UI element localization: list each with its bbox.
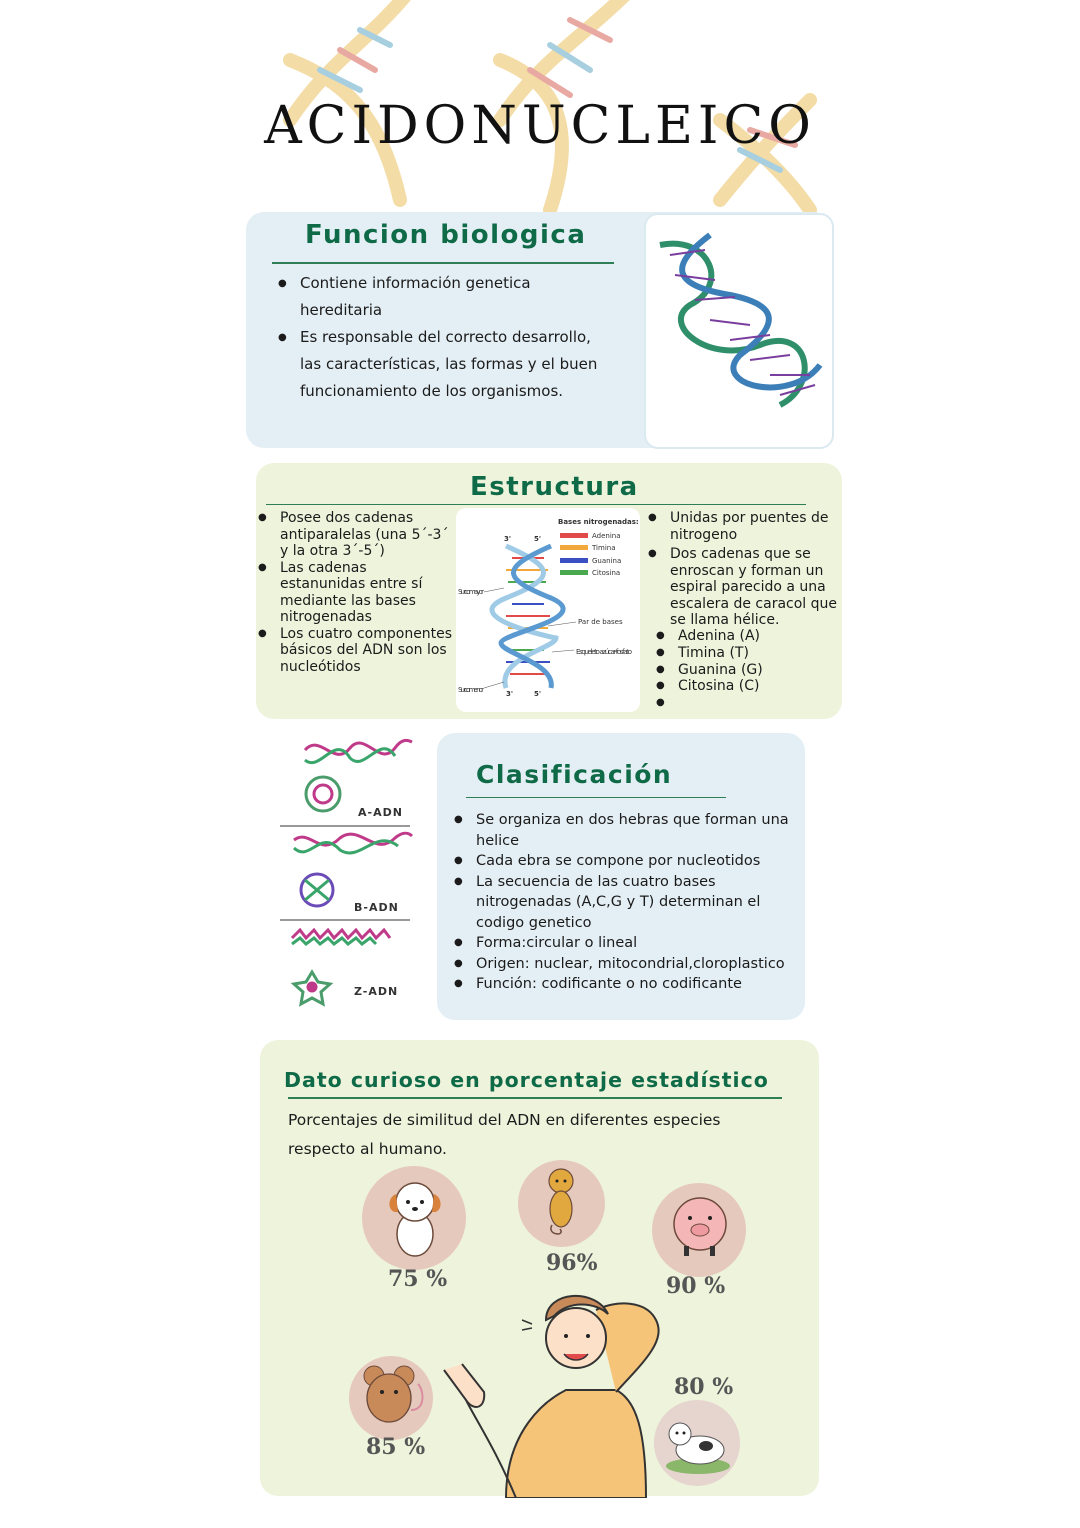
legend-title: Bases nitrogenadas: [558, 518, 639, 526]
base-item: Guanina (G) [656, 662, 836, 679]
estructura-item: Unidas por puentes de nitrogeno [648, 510, 840, 543]
dna-decoration [283, 0, 817, 217]
funcion-list: Contiene información genetica hereditari… [278, 270, 614, 405]
b-adn-label: B-ADN [354, 901, 399, 914]
base-item: Timina (T) [656, 645, 836, 662]
dna-structure-diagram: Bases nitrogenadas: Adenina Timina Guani… [458, 518, 639, 698]
dna-image-frame [644, 213, 834, 449]
cow-pct: 80 % [674, 1374, 734, 1400]
dog-pct: 75 % [388, 1266, 448, 1292]
estructura-rule [266, 504, 806, 505]
cow-icon [666, 1422, 730, 1474]
a-adn-label: A-ADN [358, 806, 403, 819]
par-bases-label: Par de bases [578, 618, 623, 626]
legend-swatch [560, 570, 588, 575]
mouse-pct: 85 % [366, 1434, 426, 1460]
funcion-heading: Funcion biologica [305, 220, 587, 250]
base-item: Adenina (A) [656, 628, 836, 645]
legend-label: Guanina [592, 557, 621, 565]
dog-icon [389, 1182, 441, 1257]
legend-swatch [560, 558, 588, 563]
funcion-rule [272, 262, 614, 264]
svg-text:5': 5' [534, 690, 541, 698]
funcion-item: Es responsable del correcto desarrollo, … [278, 324, 614, 405]
monkey-icon [548, 1168, 574, 1235]
clasificacion-item: Cada ebra se compone por nucleotidos [454, 851, 794, 872]
dato-rule [288, 1097, 782, 1099]
pig-icon [673, 1197, 727, 1256]
clasificacion-rule [466, 797, 726, 798]
clasificacion-heading: Clasificación [476, 760, 673, 789]
legend-label: Citosina [592, 569, 620, 577]
estructura-heading: Estructura [470, 472, 639, 502]
page-title: ACIDONUCLEICO [264, 96, 816, 156]
estructura-right-list: Unidas por puentes de nitrogeno Dos cade… [648, 510, 840, 629]
legend-label: Adenina [592, 532, 621, 540]
z-adn-label: Z-ADN [354, 985, 399, 998]
legend-swatch [560, 545, 588, 550]
dato-heading: Dato curioso en porcentaje estadístico [284, 1068, 769, 1092]
svg-text:5': 5' [534, 535, 541, 543]
clasificacion-item: Función: codificante o no codificante [454, 974, 794, 995]
pig-pct: 90 % [666, 1273, 726, 1299]
svg-text:3': 3' [504, 535, 511, 543]
esqueleto-label: Esqueleto azúcar-fosfato [576, 648, 632, 656]
mouse-icon [363, 1365, 424, 1423]
estructura-item: Dos cadenas que se enroscan y forman un … [648, 546, 840, 629]
dna-double-helix-image [659, 232, 823, 408]
monkey-pct: 96% [546, 1250, 598, 1276]
clasificacion-item: Forma:circular o lineal [454, 933, 794, 954]
estructura-item: Posee dos cadenas antiparalelas (una 5´-… [258, 510, 454, 560]
estructura-item: Las cadenas estanunidas entre sí mediant… [258, 560, 454, 626]
bases-list: Adenina (A) Timina (T) Guanina (G) Citos… [656, 628, 836, 712]
funcion-item: Contiene información genetica hereditari… [278, 270, 614, 324]
svg-text:3': 3' [506, 690, 513, 698]
estructura-left-list: Posee dos cadenas antiparalelas (una 5´-… [258, 510, 454, 675]
surco-mayor-label: Surco mayor [458, 588, 484, 596]
clasificacion-item: Origen: nuclear, mitocondrial,cloroplast… [454, 954, 794, 975]
dna-forms-illustration [280, 738, 414, 1007]
base-item [656, 695, 836, 712]
dato-subtitle: Porcentajes de similitud del ADN en dife… [288, 1111, 721, 1158]
surco-menor-label: Surco menor [458, 686, 484, 694]
clasificacion-list: Se organiza en dos hebras que forman una… [454, 810, 794, 995]
clasificacion-item: Se organiza en dos hebras que forman una… [454, 810, 794, 851]
base-item: Citosina (C) [656, 678, 836, 695]
estructura-item: Los cuatro componentes básicos del ADN s… [258, 626, 454, 676]
clasificacion-item: La secuencia de las cuatro bases nitroge… [454, 872, 794, 934]
legend-swatch [560, 533, 588, 538]
person-thinking-illustration [443, 1294, 660, 1498]
legend-label: Timina [591, 544, 616, 552]
